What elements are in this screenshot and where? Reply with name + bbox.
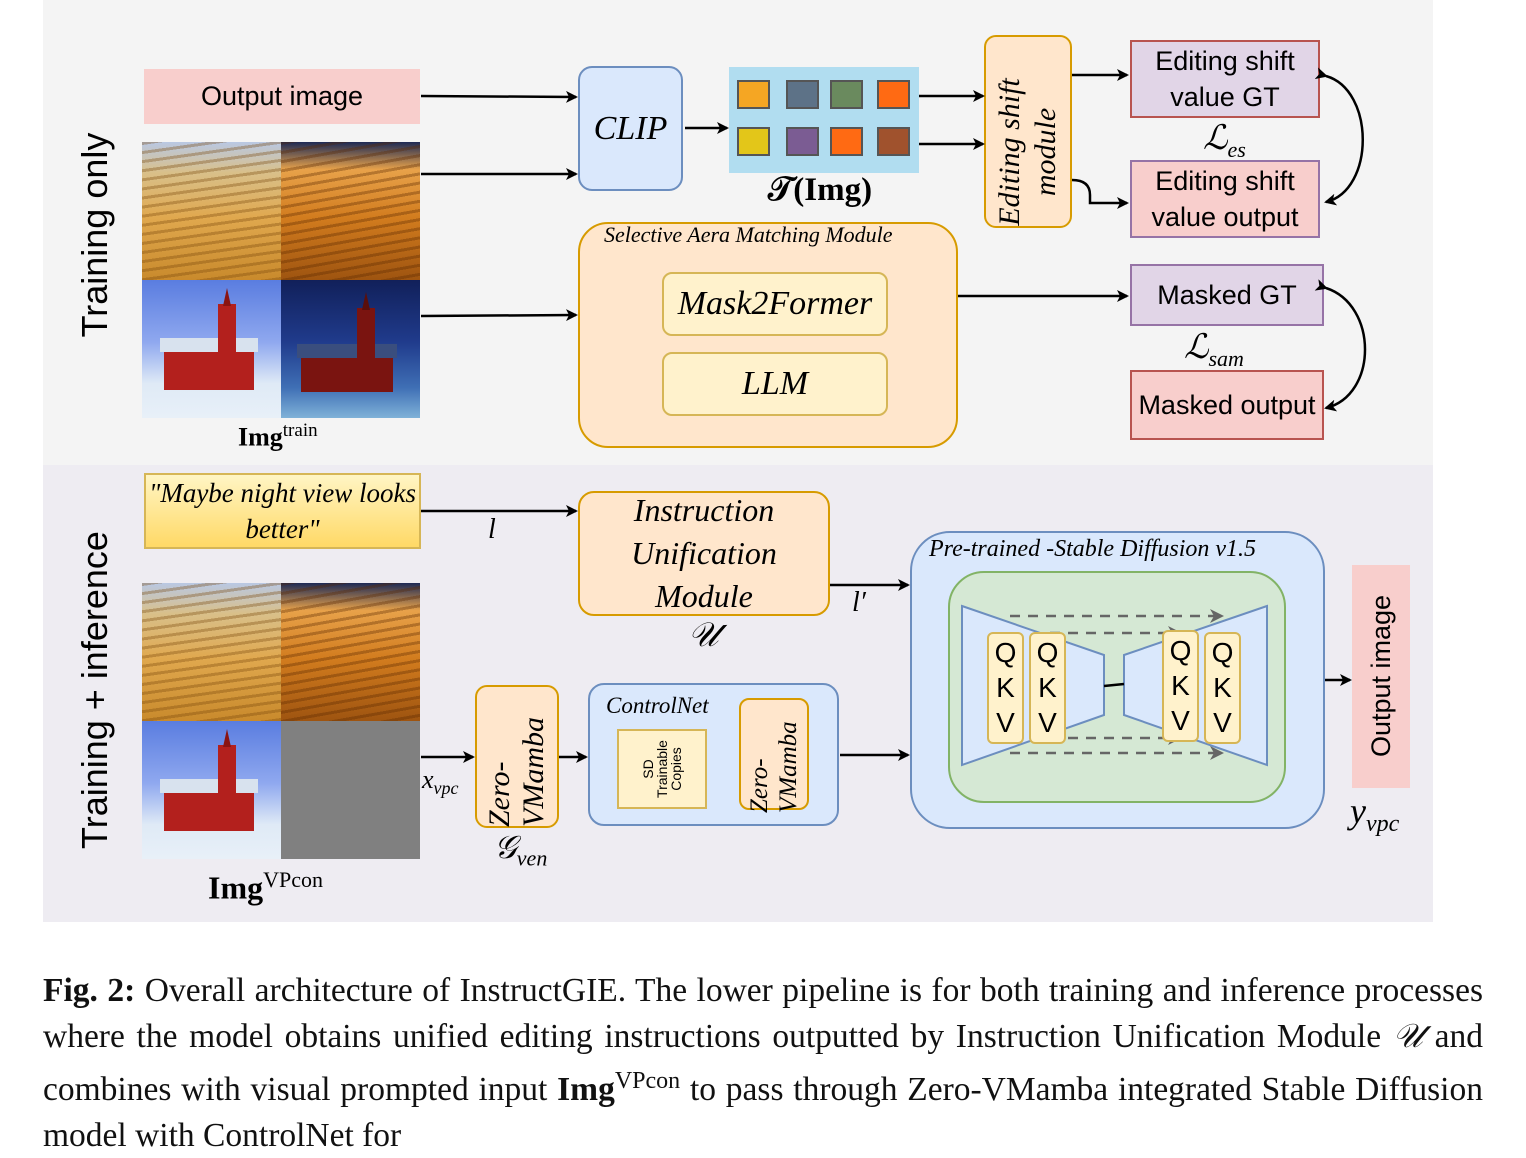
controlnet-label: ControlNet xyxy=(606,693,709,718)
img-train-label: Imgtrain xyxy=(238,420,318,452)
img-train-grid xyxy=(142,142,420,418)
instruction-text-box: "Maybe night view looks better" xyxy=(144,473,421,549)
caption-fig-label: Fig. 2: xyxy=(43,972,136,1009)
sam-module-title: Selective Aera Matching Module xyxy=(604,222,893,247)
llm-box: LLM xyxy=(662,352,888,416)
l-label: l xyxy=(488,514,496,545)
desert-day-image xyxy=(142,142,281,280)
vp-desert-dusk-image xyxy=(281,583,420,721)
img-vpcon-label: ImgVPcon xyxy=(208,867,323,906)
y-vpc-label: yvpc xyxy=(1350,791,1400,838)
u-label: 𝒰 xyxy=(688,617,719,654)
token-1-3 xyxy=(830,80,863,109)
church-day-image xyxy=(142,280,281,418)
zero-vmamba-box xyxy=(475,685,559,828)
token-2-4 xyxy=(877,127,910,156)
caption-u-symbol: 𝒰 xyxy=(1392,1017,1423,1055)
token-1-4 xyxy=(877,80,910,109)
caption-text-2: and combines with visual prompted input xyxy=(43,1017,1483,1109)
clip-box: CLIP xyxy=(578,66,683,191)
token-2-3 xyxy=(830,127,863,156)
mask2former-box: Mask2Former xyxy=(662,272,888,336)
editing-shift-output-box: Editing shift value output xyxy=(1130,160,1320,238)
desert-dusk-image xyxy=(281,142,420,280)
token-1-1 xyxy=(737,80,770,109)
caption-text-1: Overall architecture of InstructGIE. The… xyxy=(43,972,1483,1055)
caption-img: Img xyxy=(557,1071,615,1109)
tokens-label: 𝒯(Img) xyxy=(768,172,873,208)
output-image-vertical-label: Output image xyxy=(1365,594,1396,758)
figure-caption: Fig. 2: Overall architecture of Instruct… xyxy=(43,968,1483,1158)
instruction-unification-module-box: Instruction Unification Module xyxy=(578,491,830,616)
l-prime-label: l′ xyxy=(852,587,866,618)
token-1-2 xyxy=(786,80,819,109)
token-2-2 xyxy=(786,127,819,156)
loss-es-label: ℒes xyxy=(1203,120,1246,162)
loss-sam-label: ℒsam xyxy=(1184,329,1244,371)
output-image-vertical-box xyxy=(1352,565,1410,788)
img-vpcon-grid xyxy=(142,583,420,859)
church-night-image xyxy=(281,280,420,418)
editing-shift-gt-box: Editing shift value GT xyxy=(1130,40,1320,118)
editing-shift-module-box xyxy=(984,35,1072,228)
stable-diffusion-title: Pre-trained -Stable Diffusion v1.5 xyxy=(929,536,1257,562)
caption-sup: VPcon xyxy=(614,1068,681,1094)
vp-desert-day-image xyxy=(142,583,281,721)
output-image-box: Output image xyxy=(144,69,420,124)
g-ven-label: 𝒢ven xyxy=(494,829,548,871)
vp-church-day-image xyxy=(142,721,281,859)
token-2-1 xyxy=(737,127,770,156)
masked-gt-box: Masked GT xyxy=(1130,264,1324,326)
masked-output-box: Masked output xyxy=(1130,370,1324,440)
vp-masked-gray-image xyxy=(281,721,420,859)
caption-text-3: to pass through Zero-VMamba integrated S… xyxy=(43,1071,1483,1154)
zero-vmamba-inner-box xyxy=(739,698,809,810)
x-vpc-label: xvpc xyxy=(422,765,459,799)
sd-copies-box xyxy=(617,729,707,809)
